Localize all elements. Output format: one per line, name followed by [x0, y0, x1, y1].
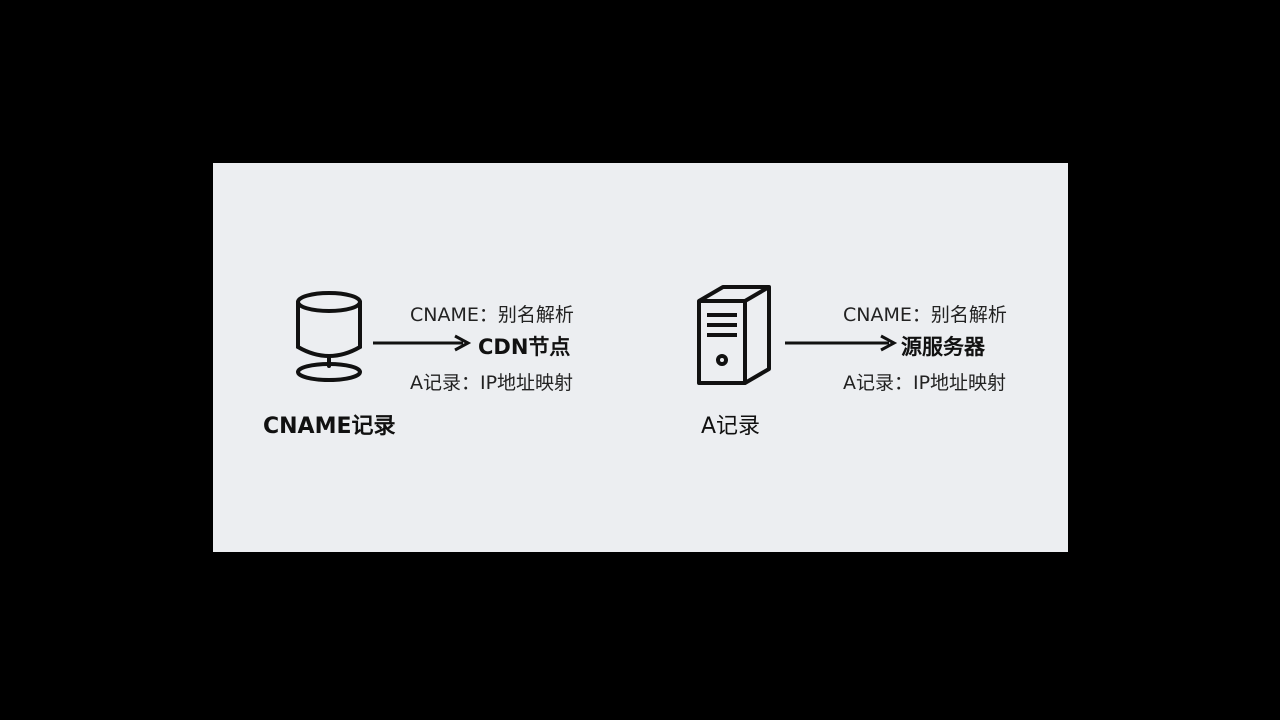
left-target-cdn-node: CDN节点 [478, 335, 571, 359]
right-caption-a-record: A记录 [701, 414, 761, 439]
arrow-right-icon [785, 334, 898, 352]
right-line-cname-alias: CNAME：别名解析 [843, 304, 1007, 326]
left-caption-cname-record: CNAME记录 [263, 414, 396, 439]
server-icon [697, 285, 771, 385]
right-line-a-record-ip: A记录：IP地址映射 [843, 372, 1007, 394]
left-line-cname-alias: CNAME：别名解析 [410, 304, 574, 326]
database-icon [296, 291, 362, 382]
left-line-a-record-ip: A记录：IP地址映射 [410, 372, 574, 394]
right-target-origin-server: 源服务器 [901, 335, 985, 359]
diagram-panel: CNAME：别名解析 CDN节点 A记录：IP地址映射 CNAME记录 CNAM… [213, 163, 1068, 552]
arrow-right-icon [373, 334, 472, 352]
